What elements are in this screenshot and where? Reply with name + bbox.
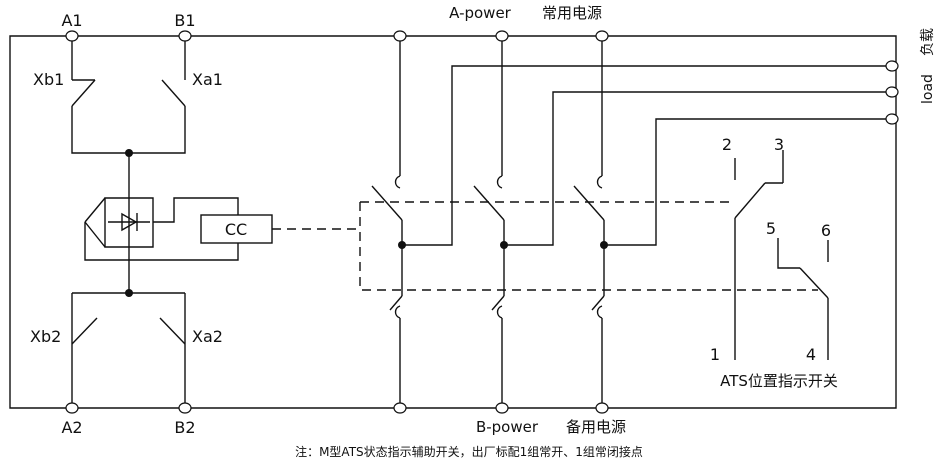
label-ats-switch: ATS位置指示开关 (720, 372, 838, 390)
label-xb2: Xb2 (30, 327, 61, 346)
label-b1: B1 (174, 11, 195, 30)
terminals (65, 30, 899, 414)
rectifier-bridge (84, 197, 154, 248)
switch-xa2 (159, 317, 186, 345)
terminal-a2 (65, 402, 79, 414)
label-xa1: Xa1 (192, 70, 223, 89)
junction-dot-top (125, 149, 133, 157)
label-ats-4: 4 (806, 345, 816, 364)
label-xb1: Xb1 (33, 70, 64, 89)
label-ats-1: 1 (710, 345, 720, 364)
label-ats-6: 6 (821, 221, 831, 240)
label-a2: A2 (61, 418, 82, 437)
label-b-power: B-power (476, 418, 539, 436)
label-load: load (920, 74, 936, 104)
label-xa2: Xa2 (192, 327, 223, 346)
label-ats-5: 5 (766, 219, 776, 238)
terminal-b1 (178, 30, 192, 42)
label-load-cn: 负载 (920, 28, 936, 56)
switch-xb2 (71, 317, 98, 345)
label-ats-2: 2 (722, 135, 732, 154)
switch-xb1 (71, 79, 96, 107)
mechanical-link (272, 201, 818, 291)
power-switch-poles (371, 36, 886, 408)
terminal-a1 (65, 30, 79, 42)
label-ats-3: 3 (774, 135, 784, 154)
terminal-b2 (178, 402, 192, 414)
label-cc: CC (225, 220, 247, 239)
label-a-power: A-power (449, 4, 512, 22)
label-a1: A1 (61, 11, 82, 30)
switch-xa1 (161, 79, 186, 107)
ats-position-switch (734, 150, 829, 360)
label-b2: B2 (174, 418, 195, 437)
footnote: 注：M型ATS状态指示辅助开关，出厂标配1组常开、1组常闭接点 (295, 444, 643, 459)
label-a-power-cn: 常用电源 (542, 4, 602, 22)
label-b-power-cn: 备用电源 (566, 418, 626, 436)
junction-dot-bottom (125, 289, 133, 297)
text-labels: A1 B1 A2 B2 Xb1 Xa1 Xb2 Xa2 CC A-power 常… (30, 4, 936, 459)
